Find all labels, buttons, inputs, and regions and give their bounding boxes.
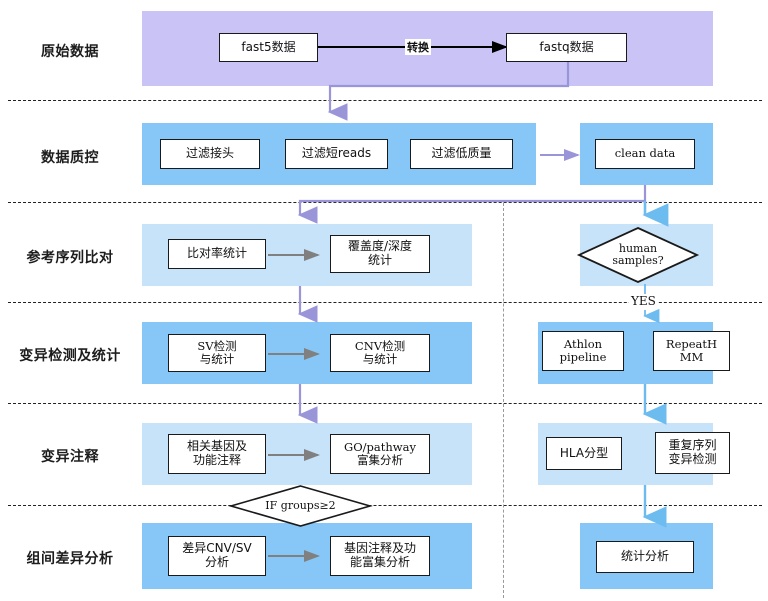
- node-athlon-pipeline[interactable]: Athlon pipeline: [542, 331, 624, 371]
- connector-alignment-to-variant: [294, 286, 318, 324]
- row-label-variant-detection: 变异检测及统计: [19, 348, 121, 364]
- node-hla-typing[interactable]: HLA分型: [546, 437, 622, 470]
- node-repeathmm[interactable]: RepeatH MM: [653, 331, 730, 371]
- separator-4: [8, 403, 762, 404]
- node-repeat-seq-variant[interactable]: 重复序列 变异检测: [655, 432, 730, 474]
- separator-5: [8, 505, 762, 506]
- node-gene-annot-enrich[interactable]: 基因注释及功 能富集分析: [330, 536, 430, 576]
- node-statistical-analysis[interactable]: 统计分析: [596, 541, 694, 573]
- node-filter-adapter[interactable]: 过滤接头: [160, 139, 260, 169]
- decision-if-groups[interactable]: IF groups≥2: [228, 485, 373, 527]
- separator-3: [8, 302, 762, 303]
- decision-human-samples-label: human samples?: [612, 241, 664, 267]
- node-go-pathway[interactable]: GO/pathway 富集分析: [330, 434, 430, 474]
- node-align-rate-stat[interactable]: 比对率统计: [168, 239, 266, 269]
- node-filter-low-quality[interactable]: 过滤低质量: [410, 139, 513, 169]
- node-gene-func-annotation[interactable]: 相关基因及 功能注释: [168, 434, 266, 474]
- node-coverage-depth-stat[interactable]: 覆盖度/深度 统计: [330, 235, 430, 273]
- edge-label-convert: 转换: [405, 39, 431, 55]
- row-label-variant-annotation: 变异注释: [41, 449, 99, 465]
- edge-label-yes: YES: [629, 294, 658, 308]
- separator-2: [8, 202, 762, 203]
- connector-athlon-to-hla: [638, 384, 667, 426]
- node-fastq[interactable]: fastq数据: [506, 33, 627, 62]
- node-fast5[interactable]: fast5数据: [219, 33, 318, 62]
- row-label-raw-data: 原始数据: [41, 44, 99, 60]
- row-label-data-qc: 数据质控: [41, 150, 99, 166]
- node-diff-cnv-sv[interactable]: 差异CNV/SV 分析: [168, 536, 266, 576]
- row-label-reference-alignment: 参考序列比对: [26, 250, 114, 266]
- node-filter-short-reads[interactable]: 过滤短reads: [285, 139, 388, 169]
- decision-human-samples[interactable]: human samples?: [576, 227, 700, 283]
- node-sv-detect[interactable]: SV检测 与统计: [168, 334, 266, 372]
- connector-variant-to-annotation: [294, 384, 318, 426]
- vertical-divider: [503, 203, 504, 598]
- separator-1: [8, 100, 762, 101]
- row-label-group-difference: 组间差异分析: [26, 551, 114, 567]
- decision-if-groups-label: IF groups≥2: [265, 498, 336, 512]
- node-clean-data[interactable]: clean data: [595, 139, 695, 169]
- node-cnv-detect[interactable]: CNV检测 与统计: [330, 334, 430, 372]
